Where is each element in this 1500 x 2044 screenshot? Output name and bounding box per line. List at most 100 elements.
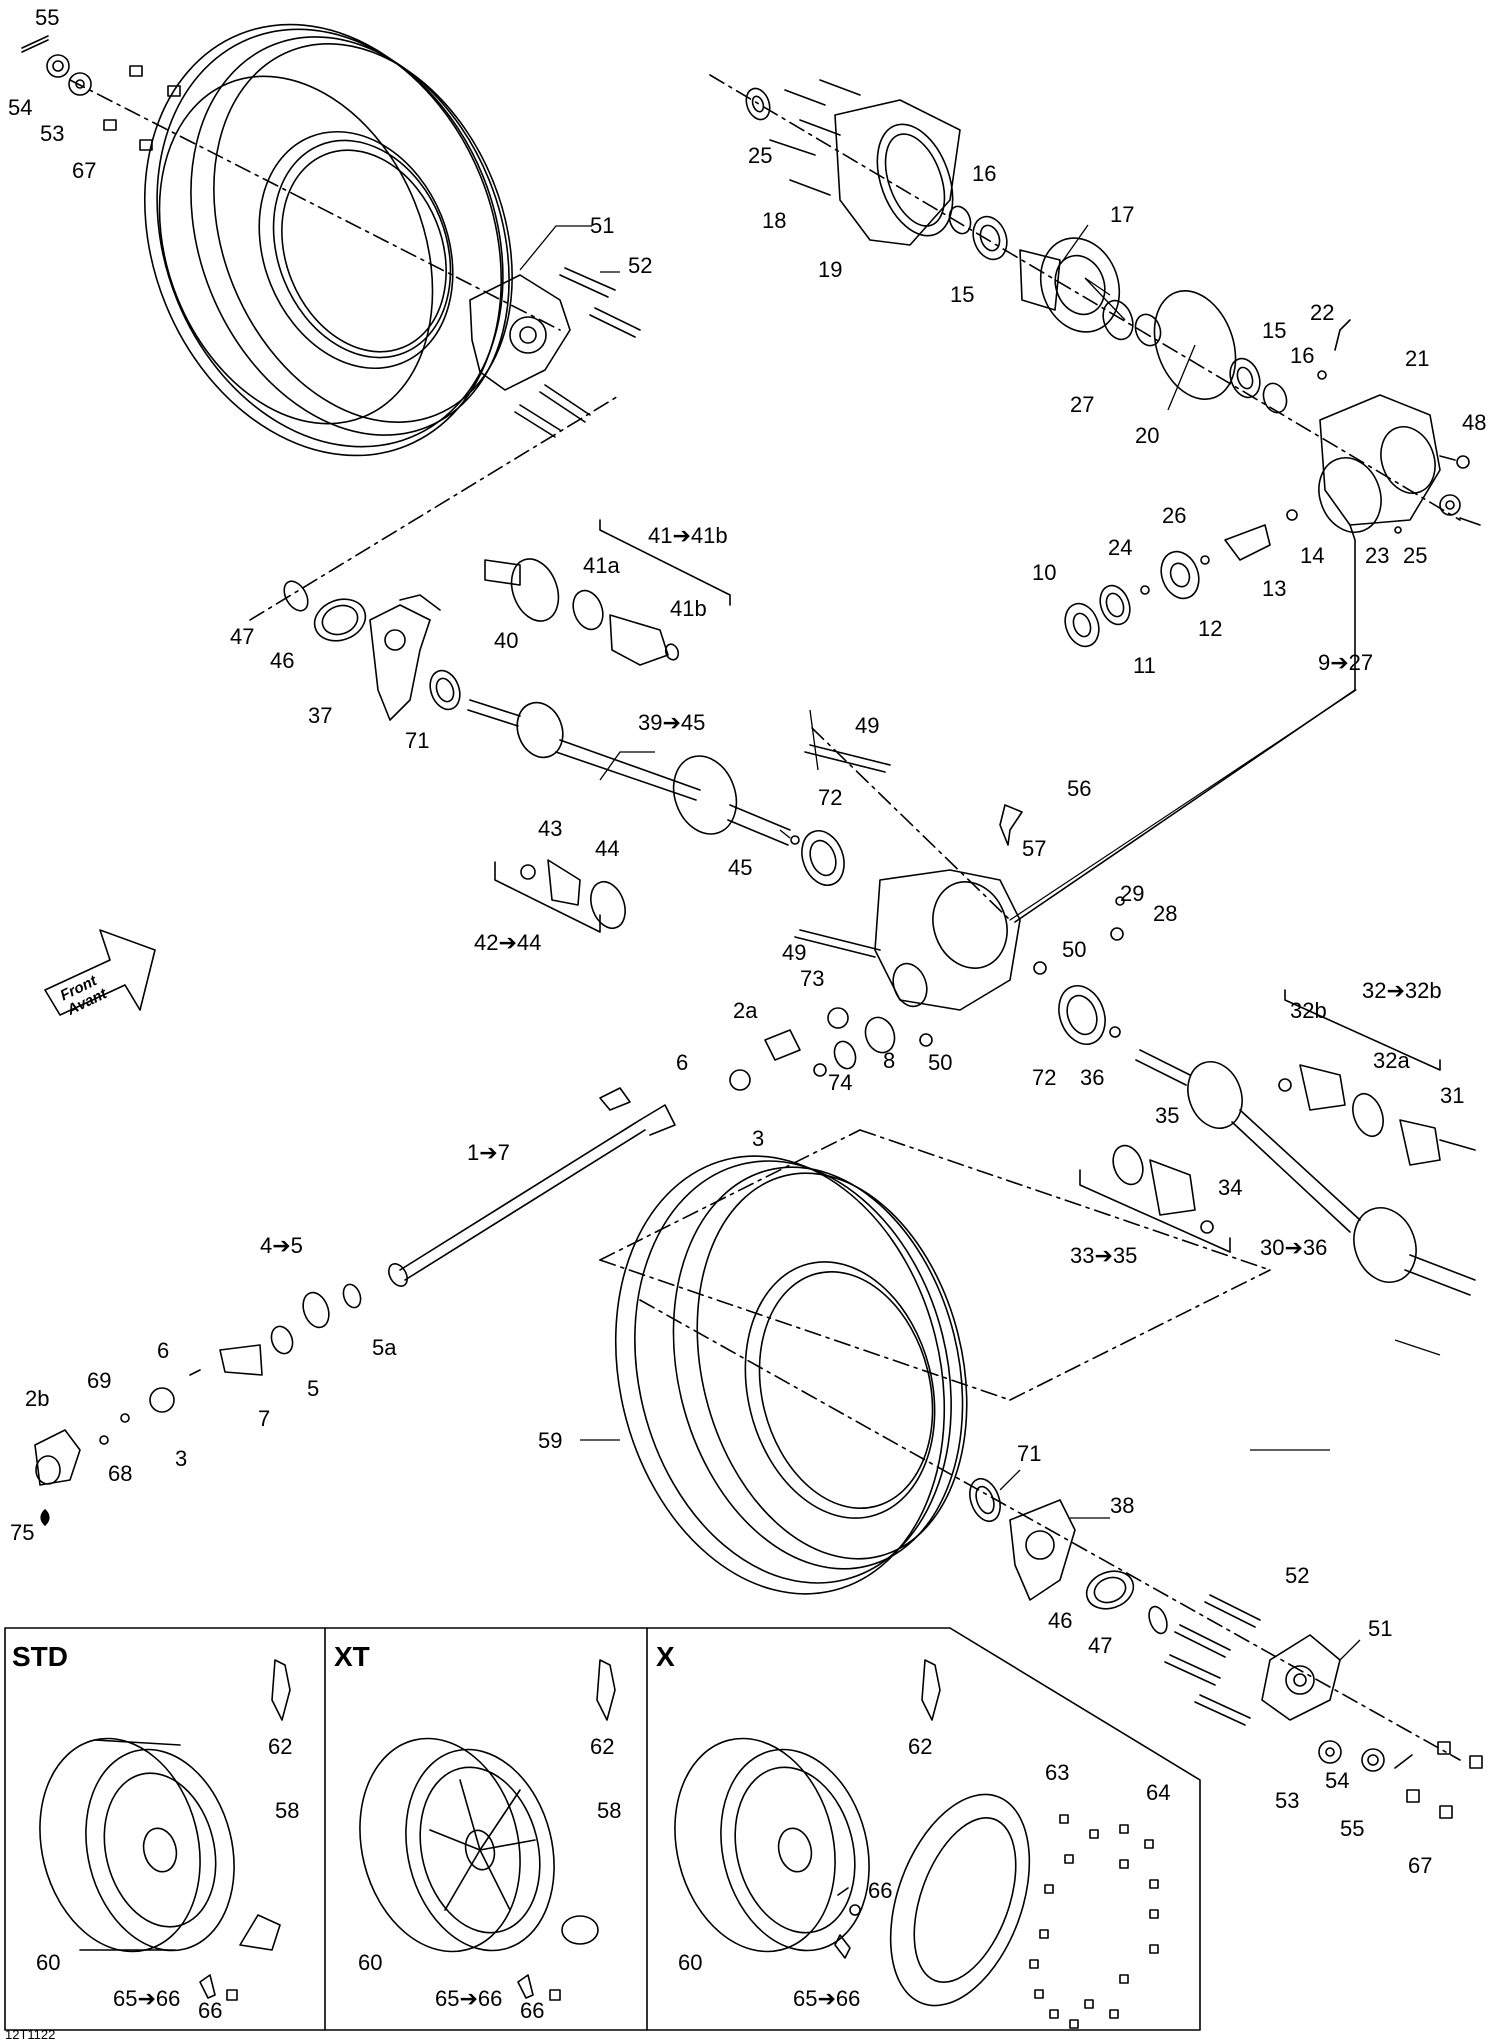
callout-14: 14 [1300,543,1325,568]
beadlock-bolts-64 [1029,1814,1159,2029]
callout-50: 50 [1062,937,1087,962]
callout-51: 51 [590,213,615,238]
callout-65-66-xt: 65➔66 [435,1986,503,2011]
callout-16-right: 16 [1290,343,1315,368]
callout-72-lower: 72 [1032,1065,1057,1090]
callout-67: 67 [72,158,97,183]
callout-54-lower: 54 [1325,1768,1350,1793]
callout-28: 28 [1153,901,1178,926]
callout-39-45: 39➔45 [638,710,706,735]
callout-46: 46 [270,648,295,673]
callout-64: 64 [1146,1780,1171,1805]
callout-62-x: 62 [908,1734,933,1759]
callout-22: 22 [1310,300,1335,325]
rim-std [39,1737,235,1953]
callout-60-x: 60 [678,1950,703,1975]
callout-34: 34 [1218,1175,1243,1200]
cv-kit-42 [494,859,626,933]
callout-1-7: 1➔7 [467,1140,510,1165]
prop-shaft-1 [388,1104,676,1287]
callout-46-lower: 46 [1048,1608,1073,1633]
callout-41b: 41b [670,596,707,621]
callout-15-right: 15 [1262,318,1287,343]
callout-66-xt: 66 [520,1998,545,2023]
callout-52-lower: 52 [1285,1563,1310,1588]
callout-73: 73 [800,966,825,991]
wheel-hub-lower [1164,1594,1341,1726]
callout-53: 53 [40,121,65,146]
callout-44: 44 [595,836,620,861]
callout-40: 40 [494,628,519,653]
callout-71-lower: 71 [1017,1441,1042,1466]
callout-21: 21 [1405,346,1430,371]
callout-57: 57 [1022,836,1047,861]
callout-35: 35 [1155,1103,1180,1128]
callout-11: 11 [1133,653,1156,678]
callout-7: 7 [258,1406,271,1431]
front-tire-upper [143,23,513,457]
callout-33-35: 33➔35 [1070,1243,1138,1268]
panel-title-x: X [656,1641,675,1672]
callout-32-32b: 32➔32b [1362,978,1442,1003]
callout-56: 56 [1067,776,1092,801]
callout-29: 29 [1120,881,1145,906]
callout-55: 55 [35,5,60,30]
callout-66-x: 66 [868,1878,893,1903]
differential-17 [1019,237,1121,333]
callout-5a: 5a [372,1335,397,1360]
panel-title-xt: XT [334,1641,370,1672]
callout-2a: 2a [733,998,758,1023]
callout-54: 54 [8,95,33,120]
callout-60-std: 60 [36,1950,61,1975]
callout-55-lower: 55 [1340,1816,1365,1841]
callout-9-27: 9➔27 [1318,650,1374,675]
beadlock-ring-63 [889,1793,1031,2007]
callout-62-std: 62 [268,1734,293,1759]
callout-10: 10 [1032,560,1057,585]
callout-19: 19 [818,257,843,282]
panel-frame [4,1627,1201,2031]
callout-74: 74 [828,1070,853,1095]
callout-65-66-x: 65➔66 [793,1986,861,2011]
callout-75: 75 [10,1520,35,1545]
callout-13: 13 [1262,576,1287,601]
callout-26: 26 [1162,503,1187,528]
callout-51-lower: 51 [1368,1616,1393,1641]
cv-kit-41 [484,519,731,666]
callout-59: 59 [538,1428,563,1453]
callout-20: 20 [1135,423,1160,448]
callout-66-std: 66 [198,1998,223,2023]
knuckle-37 [369,594,441,721]
callout-47-lower: 47 [1088,1633,1113,1658]
rear-housing-19 [769,79,961,246]
callout-31: 31 [1440,1083,1465,1108]
callout-62-xt: 62 [590,1734,615,1759]
half-shaft-30 [1135,1049,1476,1296]
callout-23: 23 [1365,543,1390,568]
callout-8: 8 [883,1048,896,1073]
callout-38: 38 [1110,1493,1135,1518]
callout-69: 69 [87,1368,112,1393]
callout-32b: 32b [1290,998,1327,1023]
callout-3: 3 [752,1126,765,1151]
callout-43: 43 [538,816,563,841]
callout-49: 49 [855,713,880,738]
callout-32a: 32a [1373,1048,1410,1073]
cv-kit-32 [1278,989,1476,1166]
pinion-stack [1064,509,1298,648]
callout-18: 18 [762,208,787,233]
callout-53-lower: 53 [1275,1788,1300,1813]
callout-6-lower: 6 [157,1338,170,1363]
callout-30-36: 30➔36 [1260,1235,1328,1260]
callout-45: 45 [728,855,753,880]
callout-6: 6 [676,1050,689,1075]
callout-37: 37 [308,703,333,728]
callout-48: 48 [1462,410,1487,435]
callout-50-lower: 50 [928,1050,953,1075]
panel-title-std: STD [12,1641,68,1672]
callout-12: 12 [1198,616,1223,641]
front-differential [794,744,1023,1011]
callout-25-right: 25 [1403,543,1428,568]
rim-xt [359,1737,555,1953]
